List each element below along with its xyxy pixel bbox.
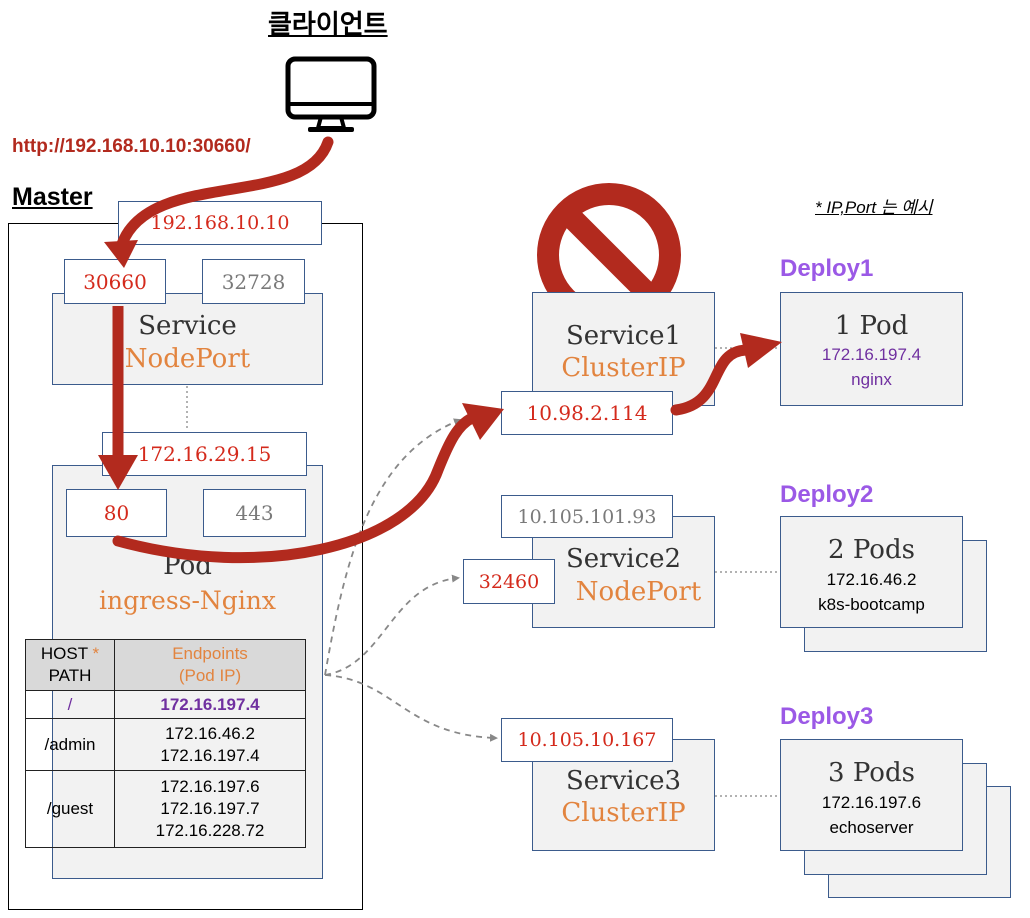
row-endpoint: 172.16.197.6 [160,777,260,796]
row-path: /guest [25,770,115,848]
row-endpoint: 172.16.197.4 [160,745,260,765]
row-endpoint: 172.16.46.2 [165,723,255,743]
note-example: * IP,Port 는 예시 [815,198,933,217]
deploy2-ip: 172.16.46.2 [826,570,917,589]
service-nodeport-box: Service NodePort [52,293,323,385]
dashed-route-arrows [324,418,498,742]
service2-type: NodePort [575,577,702,607]
deploy1-title: Deploy1 [780,255,874,282]
header-path: PATH [48,666,92,685]
pod-port-http: 80 [66,489,167,537]
table-row: /admin 172.16.46.2 172.16.197.4 [25,718,306,771]
service1-name: Service1 [565,321,682,351]
deploy3-ip: 172.16.197.6 [821,793,922,812]
service2-name: Service2 [565,544,682,574]
deploy1-ip: 172.16.197.4 [821,345,922,364]
ingress-routing-table: HOST * PATH Endpoints (Pod IP) / 172.16.… [25,639,306,848]
row-path: /admin [25,718,115,771]
row-endpoint: 172.16.228.72 [155,821,265,840]
deploy3-pod-box: 3 Pods 172.16.197.6 echoserver [780,739,963,851]
deploy2-title: Deploy2 [780,481,874,508]
pod-port-https: 443 [203,489,306,537]
service3-name: Service3 [565,766,682,796]
client-url[interactable]: http://192.168.10.10:30660/ [12,136,251,157]
client-title: 클라이언트 [268,9,388,39]
header-star: * [92,644,100,663]
table-row: / 172.16.197.4 [25,690,306,719]
row-endpoint: 172.16.197.4 [114,690,306,719]
service1-box: Service1 ClusterIP [532,292,715,406]
service2-port: 32460 [463,559,555,604]
service3-ip: 10.105.10.167 [501,718,673,762]
service1-ip: 10.98.2.114 [501,391,673,435]
service3-type: ClusterIP [561,798,686,828]
table-header-row: HOST * PATH Endpoints (Pod IP) [25,639,306,691]
row-endpoint: 172.16.197.7 [160,799,260,818]
table-row: /guest 172.16.197.6 172.16.197.7 172.16.… [25,770,306,848]
service2-ip: 10.105.101.93 [501,495,673,538]
nodeport-http: 30660 [64,259,166,304]
deploy3-pods: 3 Pods [828,758,915,788]
deploy1-pods: 1 Pod [834,311,909,341]
deploy2-app: k8s-bootcamp [818,595,925,614]
monitor-icon [285,56,377,132]
deploy2-pods: 2 Pods [828,535,915,565]
header-endpoints: Endpoints [172,644,248,663]
deploy2-pod-box: 2 Pods 172.16.46.2 k8s-bootcamp [780,516,963,628]
header-host: HOST [40,644,88,663]
service1-type: ClusterIP [561,353,686,383]
header-endpoints-sub: (Pod IP) [178,666,242,685]
service-name: Service [138,311,237,341]
pod-ip: 172.16.29.15 [102,432,307,476]
deploy3-title: Deploy3 [780,703,874,730]
master-title: Master [12,183,93,211]
pod-app: ingress-Nginx [98,586,277,615]
service-type: NodePort [124,344,251,374]
nodeport-https: 32728 [202,259,305,304]
deploy1-app: nginx [851,370,892,389]
deploy3-app: echoserver [829,818,914,837]
main-traffic-arrow [98,136,782,564]
deploy1-pod-box: 1 Pod 172.16.197.4 nginx [780,292,963,406]
